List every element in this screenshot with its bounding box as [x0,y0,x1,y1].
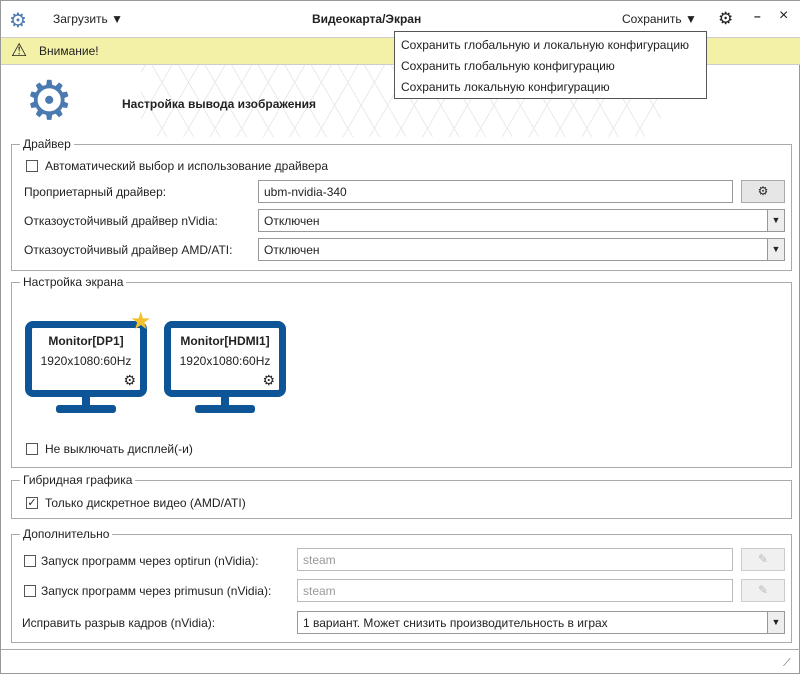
keep-display-on-label: Не выключать дисплей(-и) [45,442,193,456]
monitor-name: Monitor[HDMI1] [180,334,270,348]
chevron-down-icon: ▼ [767,210,784,231]
window-title: Видеокарта/Экран [312,12,422,26]
chevron-down-icon: ▼ [767,612,784,633]
minimize-button[interactable]: – [754,9,761,23]
menu-item-save-global[interactable]: Сохранить глобальную конфигурацию [401,59,615,73]
amd-driver-select[interactable]: Отключен ▼ [258,238,785,261]
nvidia-label: Отказоустойчивый драйвер nVidia: [24,214,218,228]
monitor-stand [82,397,90,406]
extra-legend: Дополнительно [23,527,110,541]
monitor-gear-icon[interactable]: ⚙ [123,372,136,388]
tearing-select[interactable]: 1 вариант. Может снизить производительно… [297,611,785,634]
optirun-label: Запуск программ через optirun (nVidia): [41,554,259,568]
monitor-base [56,405,116,413]
warning-text: Внимание! [39,44,99,58]
save-dropdown-menu: Сохранить глобальную и локальную конфигу… [394,31,707,99]
edit-icon: ✎ [757,552,769,566]
monitor-gear-icon[interactable]: ⚙ [262,372,275,388]
gear-icon: ⚙ [757,184,769,198]
primusun-label: Запуск программ через primusun (nVidia): [41,584,272,598]
optirun-field[interactable]: steam [297,548,733,571]
keep-display-on-checkbox[interactable] [26,443,38,455]
amd-value: Отключен [264,243,320,257]
save-label: Сохранить [622,12,682,26]
driver-group: Драйвер [11,137,792,271]
primary-star-icon: ★ [130,308,152,335]
edit-icon: ✎ [757,583,769,597]
chevron-down-icon: ▼ [767,239,784,260]
amd-label: Отказоустойчивый драйвер AMD/ATI: [24,243,233,257]
load-label: Загрузить [53,12,108,26]
proprietary-driver-field[interactable]: ubm-nvidia-340 [258,180,733,203]
driver-legend: Драйвер [23,137,71,151]
monitor-stand [221,397,229,406]
auto-driver-label: Автоматический выбор и использование дра… [45,159,328,173]
primusun-edit-button[interactable]: ✎ [741,579,785,602]
tearing-value: 1 вариант. Может снизить производительно… [303,616,608,630]
page-header: Настройка вывода изображения [122,97,317,111]
settings-gear-icon[interactable]: ⚙ [718,9,734,28]
nvidia-value: Отключен [264,214,320,228]
warning-icon: ⚠ [11,40,28,60]
load-menu-button[interactable]: Загрузить ▼ [53,12,124,26]
menu-item-save-global-local[interactable]: Сохранить глобальную и локальную конфигу… [401,38,690,52]
screen-group: Настройка экрана [11,275,792,468]
monitor-dp1[interactable]: Monitor[DP1] 1920x1080:60Hz ⚙ [25,321,147,397]
tearing-label: Исправить разрыв кадров (nVidia): [22,616,216,630]
optirun-edit-button[interactable]: ✎ [741,548,785,571]
nvidia-driver-select[interactable]: Отключен ▼ [258,209,785,232]
menu-item-save-local[interactable]: Сохранить локальную конфигурацию [401,80,610,94]
optirun-checkbox[interactable] [24,555,36,567]
monitor-hdmi1[interactable]: Monitor[HDMI1] 1920x1080:60Hz ⚙ [164,321,286,397]
monitor-mode: 1920x1080:60Hz [179,354,271,368]
primusun-field[interactable]: steam [297,579,733,602]
extra-group: Дополнительно [11,527,792,643]
hybrid-legend: Гибридная графика [23,473,133,487]
resize-grip-icon[interactable]: ⟋ [783,657,791,669]
close-button[interactable]: × [779,7,789,24]
header-gears-icon: ⚙ [25,71,74,131]
screen-legend: Настройка экрана [23,275,124,289]
monitor-name: Monitor[DP1] [48,334,124,348]
save-menu-button[interactable]: Сохранить ▼ [622,12,697,26]
primusun-checkbox[interactable] [24,585,36,597]
hybrid-group: Гибридная графика [11,473,792,519]
proprietary-label: Проприетарный драйвер: [24,185,167,199]
status-divider [1,649,800,650]
app-gears-icon: ⚙ [9,10,27,32]
auto-driver-checkbox[interactable] [26,160,38,172]
discrete-video-checkbox[interactable]: ✓ [26,497,38,509]
driver-settings-button[interactable]: ⚙ [741,180,785,203]
monitor-mode: 1920x1080:60Hz [40,354,132,368]
discrete-video-label: Только дискретное видео (AMD/ATI) [45,496,246,510]
monitor-base [195,405,255,413]
